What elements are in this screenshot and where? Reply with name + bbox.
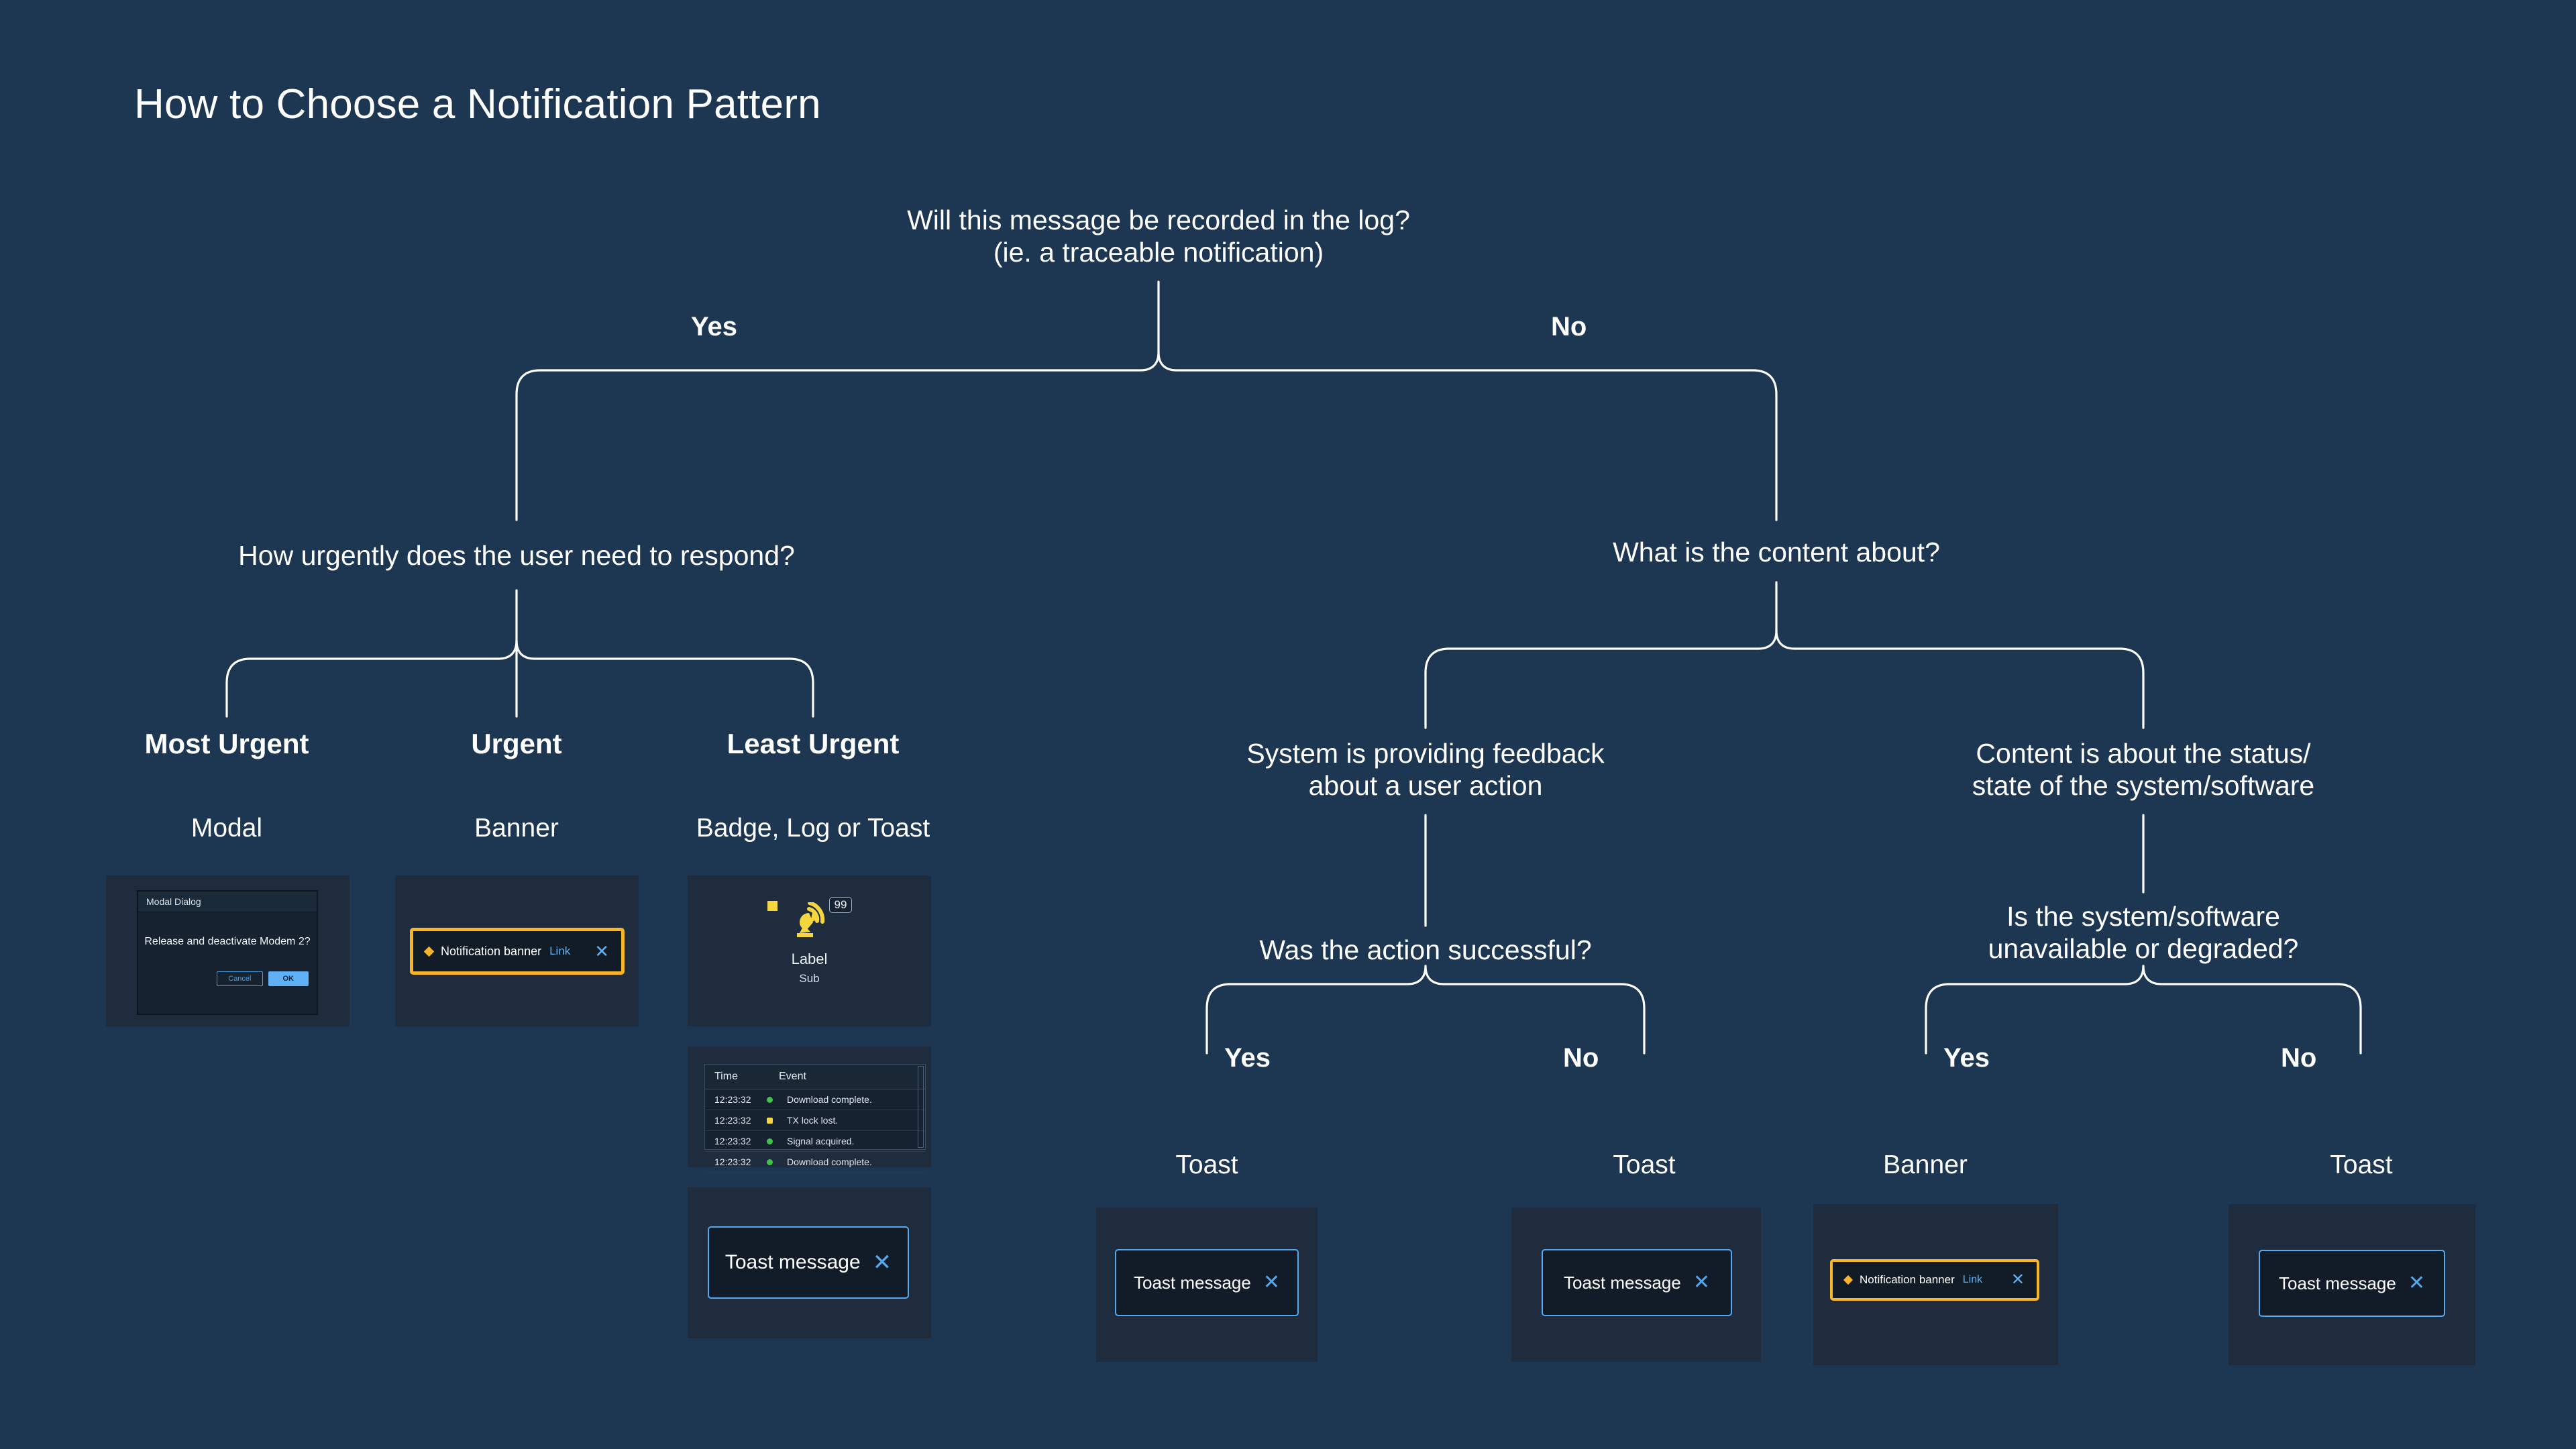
log-cell-event: Download complete. [787,1094,872,1105]
log-cell-event: Download complete. [787,1157,872,1167]
right-child-1-no-label: No [1563,1043,1599,1073]
status-indicator-icon [767,1117,787,1124]
close-icon[interactable]: ✕ [1263,1271,1280,1293]
badge-mockup-panel: 99 Label Sub [688,875,931,1026]
table-row[interactable]: 12:23:32 Signal acquired. [705,1131,925,1152]
toast-text: Toast message [2278,1273,2396,1293]
root-yes-label: Yes [691,312,737,341]
badge-count: 99 [828,897,853,913]
toast-notification[interactable]: Toast message ✕ [1115,1249,1299,1316]
right-child-2-yes-pattern: Banner [1883,1150,1968,1179]
table-row[interactable]: 12:23:32 Download complete. [705,1089,925,1110]
modal-footer: Cancel OK [138,971,317,993]
right-child-1-no-pattern: Toast [1613,1150,1676,1179]
close-icon[interactable]: ✕ [2010,1271,2025,1289]
modal-cancel-button[interactable]: Cancel [217,971,263,986]
close-icon[interactable]: ✕ [594,941,609,961]
page-title: How to Choose a Notification Pattern [134,81,821,127]
status-square-icon [767,901,777,911]
right-child-1-yes-label: Yes [1224,1043,1271,1073]
pattern-badge-log-toast-label: Badge, Log or Toast [696,814,930,843]
banner-text: Notification banner [1860,1273,1955,1286]
right-child-2-statement: Content is about the status/ state of th… [1972,738,2315,801]
pattern-modal-label: Modal [191,814,263,843]
right-child-1-yes-pattern: Toast [1175,1150,1238,1179]
toast-notification[interactable]: Toast message ✕ [708,1226,909,1299]
toast-text: Toast message [1563,1272,1681,1293]
toast-text: Toast message [724,1251,861,1273]
log-cell-event: Signal acquired. [787,1136,855,1146]
notification-banner[interactable]: Notification banner Link ✕ [1830,1259,2039,1301]
banner-mockup-panel: Notification banner Link ✕ [395,875,639,1026]
log-col-time: Time [714,1071,738,1082]
diamond-icon [1843,1275,1854,1285]
banner-link[interactable]: Link [549,945,571,957]
status-indicator-icon [767,1096,787,1103]
log-cell-time: 12:23:32 [714,1157,751,1167]
log-cell-time: 12:23:32 [714,1115,751,1126]
left-branch-question: How urgently does the user need to respo… [238,540,795,571]
table-row[interactable]: 12:23:32 TX lock lost. [705,1110,925,1131]
modal-body-text: Release and deactivate Modem 2? [144,936,311,947]
close-icon[interactable]: ✕ [2408,1272,2425,1294]
log-cell-event: TX lock lost. [787,1115,839,1126]
modal-mockup-panel: Modal Dialog Release and deactivate Mode… [106,875,350,1026]
root-question: Will this message be recorded in the log… [907,205,1410,268]
right-child-2-question: Is the system/software unavailable or de… [1988,901,2299,964]
banner-text: Notification banner [441,944,542,958]
status-indicator-icon [767,1159,787,1165]
satellite-dish-icon [796,902,824,937]
toast-text: Toast message [1133,1272,1251,1293]
badge-sub-label: Sub [799,972,820,985]
toast-notification[interactable]: Toast message ✕ [1542,1249,1732,1316]
toast-mockup-panel-c2-no: Toast message ✕ [2229,1204,2475,1365]
right-branch-question: What is the content about? [1613,537,1940,568]
right-child-2-no-pattern: Toast [2330,1150,2393,1179]
toast-notification[interactable]: Toast message ✕ [2259,1250,2445,1317]
right-child-2-yes-label: Yes [1943,1043,1990,1073]
scrollbar[interactable] [918,1066,924,1148]
toast-mockup-panel-left: Toast message ✕ [688,1187,931,1338]
urgency-urgent: Urgent [471,728,562,759]
modal-ok-button[interactable]: OK [268,971,309,986]
badge-icon-row: 99 [759,897,860,947]
toast-mockup-panel-c1-no: Toast message ✕ [1511,1208,1761,1362]
badge-label: Label [791,951,828,967]
close-icon[interactable]: ✕ [1693,1271,1710,1293]
badge-mock: 99 Label Sub [688,875,931,1026]
right-child-1-statement: System is providing feedback about a use… [1246,738,1605,801]
log-col-event: Event [779,1071,806,1082]
log-table-header: Time Event [705,1065,925,1089]
right-child-1-question: Was the action successful? [1259,934,1592,965]
root-no-label: No [1551,312,1587,341]
table-row[interactable]: 12:23:32 Download complete. [705,1152,925,1173]
urgency-most-urgent: Most Urgent [144,728,309,759]
modal-window: Modal Dialog Release and deactivate Mode… [137,890,318,1015]
urgency-least-urgent: Least Urgent [727,728,900,759]
banner-mockup-panel-c2-yes: Notification banner Link ✕ [1813,1204,2058,1365]
close-icon[interactable]: ✕ [872,1250,892,1275]
log-cell-time: 12:23:32 [714,1136,751,1146]
right-child-2-no-label: No [2281,1043,2317,1073]
notification-banner[interactable]: Notification banner Link ✕ [410,928,625,975]
toast-mockup-panel-c1-yes: Toast message ✕ [1096,1208,1318,1362]
modal-window-title: Modal Dialog [138,892,317,912]
status-indicator-icon [767,1138,787,1144]
diamond-icon [423,946,435,957]
log-cell-time: 12:23:32 [714,1094,751,1105]
pattern-banner-label: Banner [474,814,559,843]
banner-link[interactable]: Link [1962,1274,1983,1285]
